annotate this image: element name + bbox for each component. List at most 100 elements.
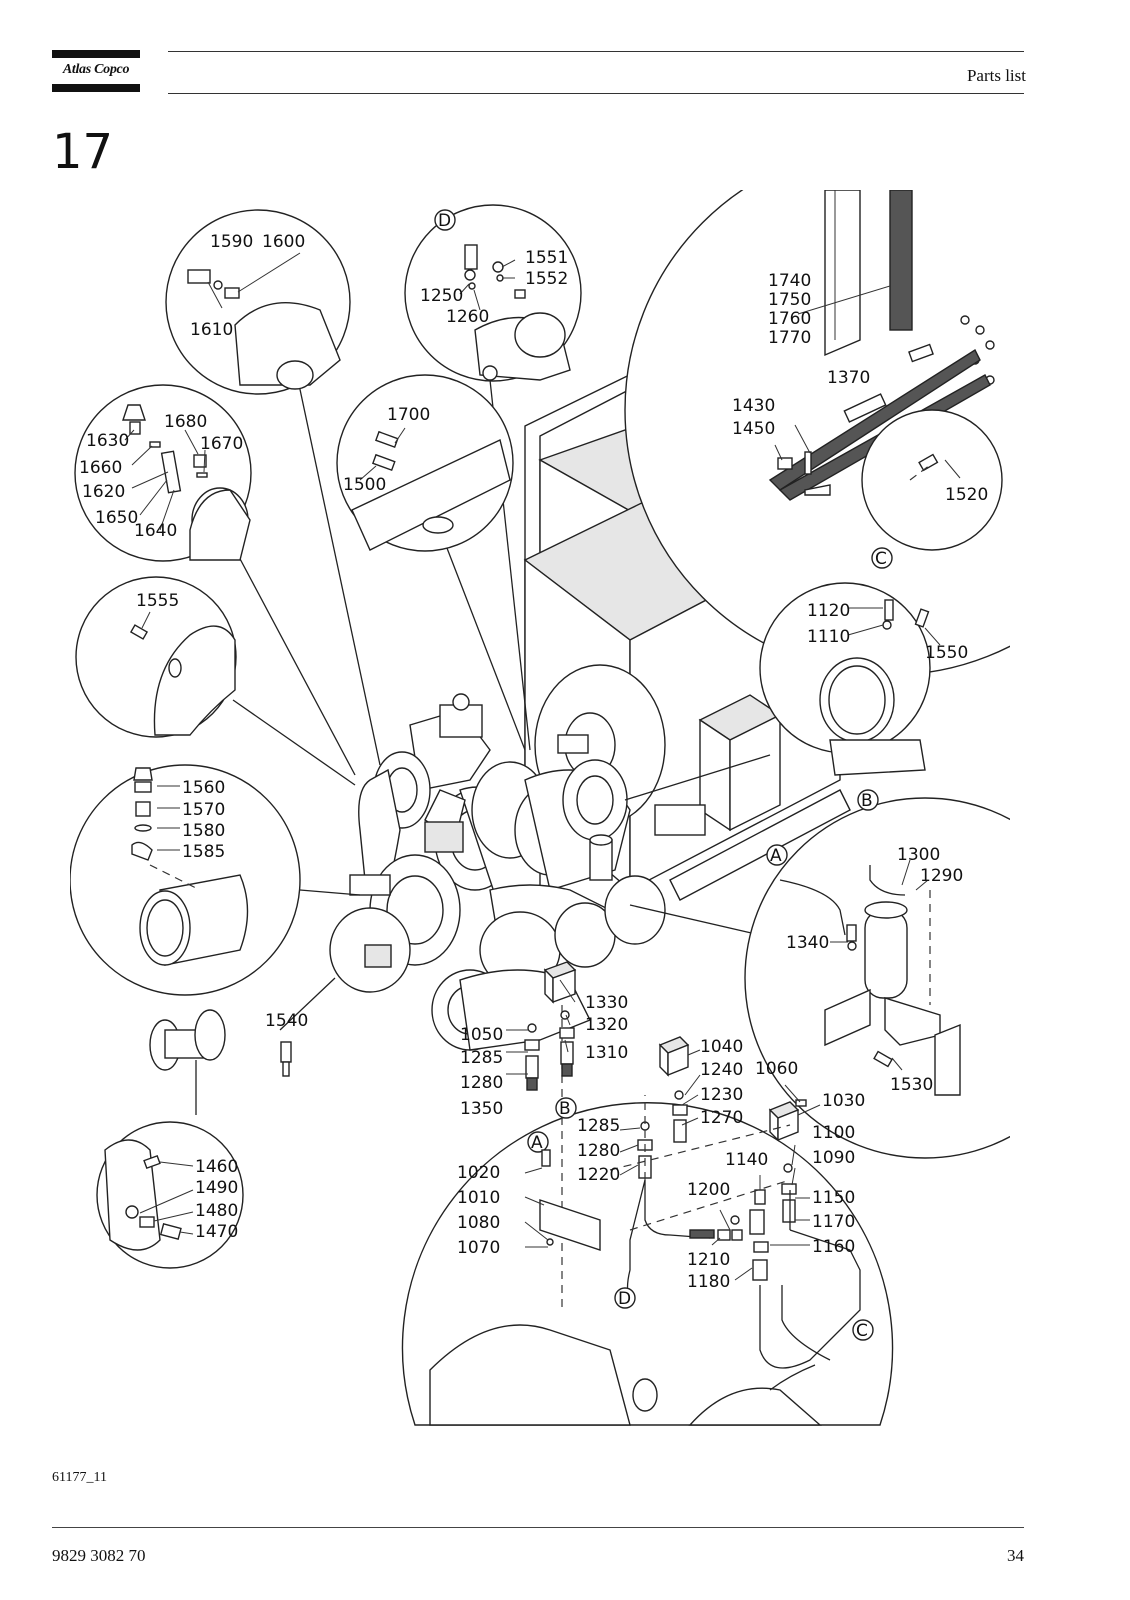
parts-drawing-svg: 1590 1600 1610 D 1551 1552 1250 1260 [69, 190, 1010, 1426]
part-label-1240: 1240 [700, 1060, 743, 1080]
part-label-1250: 1250 [420, 286, 463, 306]
connector-letter-d-top [434, 209, 456, 231]
part-label-1760: 1760 [768, 309, 811, 329]
part-label-1280-b: 1280 [577, 1141, 620, 1161]
part-label-1750: 1750 [768, 290, 811, 310]
part-label-1180: 1180 [687, 1272, 730, 1292]
part-label-1260: 1260 [446, 307, 489, 327]
part-label-1520: 1520 [945, 485, 988, 505]
connector-label-b-top: B [861, 791, 873, 811]
part-label-1160: 1160 [812, 1237, 855, 1257]
logo-text: Atlas Copco [62, 62, 130, 77]
part-label-1585: 1585 [182, 842, 225, 862]
part-label-1670: 1670 [200, 434, 243, 454]
connector-letter-c-bottom [852, 1319, 874, 1341]
part-label-1020: 1020 [457, 1163, 500, 1183]
logo-bar-bottom [52, 84, 140, 92]
figure-code: 61177_11 [52, 1470, 107, 1485]
part-label-1050: 1050 [460, 1025, 503, 1045]
detail-circle-1551: D 1551 1552 1250 1260 [404, 204, 582, 382]
connector-label-c-bottom: C [856, 1321, 868, 1341]
detail-circle-1560: 1560 1570 1580 1585 [69, 764, 301, 996]
logo-bar-top [52, 50, 140, 58]
part-label-1220: 1220 [577, 1165, 620, 1185]
part-label-1090: 1090 [812, 1148, 855, 1168]
part-label-1570: 1570 [182, 800, 225, 820]
part-label-1700: 1700 [387, 405, 430, 425]
part-label-1170: 1170 [812, 1212, 855, 1232]
detail-circle-1300: B A 1300 1290 1340 1530 [744, 789, 1010, 1159]
detail-circle-1630: 1630 1680 1670 1660 1620 1650 1640 [74, 384, 252, 562]
part-label-1470: 1470 [195, 1222, 238, 1242]
part-label-1280-a: 1280 [460, 1073, 503, 1093]
part-label-1320: 1320 [585, 1015, 628, 1035]
connector-letter-c-top [871, 547, 893, 569]
part-label-1770: 1770 [768, 328, 811, 348]
part-label-1430: 1430 [732, 396, 775, 416]
detail-circle-1520: 1520 [861, 409, 1003, 551]
detail-circle-1120: C 1120 1110 1550 [759, 547, 968, 776]
connector-letter-d-bottom [614, 1287, 636, 1309]
part-label-1650: 1650 [95, 508, 138, 528]
part-label-1150: 1150 [812, 1188, 855, 1208]
part-label-1450: 1450 [732, 419, 775, 439]
part-label-1290: 1290 [920, 866, 963, 886]
part-label-1080: 1080 [457, 1213, 500, 1233]
part-label-1540: 1540 [265, 1011, 308, 1031]
exploded-parts-drawing: 1590 1600 1610 D 1551 1552 1250 1260 [69, 190, 1030, 1480]
detail-circle-1330: A B [401, 961, 894, 1426]
part-label-1040: 1040 [700, 1037, 743, 1057]
part-label-1030: 1030 [822, 1091, 865, 1111]
part-label-1070: 1070 [457, 1238, 500, 1258]
connector-label-c-top: C [875, 549, 887, 569]
part-label-1110: 1110 [807, 627, 850, 647]
connector-letter-b-top [857, 789, 879, 811]
part-label-1285-a: 1285 [460, 1048, 503, 1068]
part-label-1480: 1480 [195, 1201, 238, 1221]
detail-circle-1555: 1555 [75, 576, 237, 738]
part-label-1310: 1310 [585, 1043, 628, 1063]
part-label-1200: 1200 [687, 1180, 730, 1200]
part-label-1551: 1551 [525, 248, 568, 268]
detail-circle-1460: 1460 1490 1480 1470 [96, 1121, 244, 1269]
part-label-1680: 1680 [164, 412, 207, 432]
connector-letter-b-bottom [555, 1097, 577, 1119]
part-label-1230: 1230 [700, 1085, 743, 1105]
part-label-1490: 1490 [195, 1178, 238, 1198]
part-label-1140: 1140 [725, 1150, 768, 1170]
part-label-1285-b: 1285 [577, 1116, 620, 1136]
detail-circle-1590: 1590 1600 1610 [165, 209, 351, 395]
coupling-flange [149, 1009, 226, 1071]
part-label-1620: 1620 [82, 482, 125, 502]
part-label-1530: 1530 [890, 1075, 933, 1095]
atlas-copco-logo: Atlas Copco [52, 50, 140, 94]
connector-label-a-top: A [770, 846, 782, 866]
part-label-1210: 1210 [687, 1250, 730, 1270]
connector-label-a-bottom: A [531, 1133, 543, 1153]
part-label-1610: 1610 [190, 320, 233, 340]
part-label-1740: 1740 [768, 271, 811, 291]
part-label-1270: 1270 [700, 1108, 743, 1128]
detail-circle-1700: 1700 1500 [336, 374, 514, 552]
part-label-1660: 1660 [79, 458, 122, 478]
part-label-1560: 1560 [182, 778, 225, 798]
part-label-1060: 1060 [755, 1059, 798, 1079]
part-label-1300: 1300 [897, 845, 940, 865]
part-label-1600: 1600 [262, 232, 305, 252]
page-number: 34 [1007, 1546, 1024, 1565]
detail-circle-1740: 1740 1750 1760 1770 1370 1430 1450 [624, 190, 1010, 676]
part-label-1555: 1555 [136, 591, 179, 611]
part-label-1100: 1100 [812, 1123, 855, 1143]
header-rule-bottom [168, 93, 1024, 94]
connector-label-b-bottom: B [559, 1099, 571, 1119]
part-label-1630: 1630 [86, 431, 129, 451]
part-label-1340: 1340 [786, 933, 829, 953]
part-1540: 1540 [265, 1011, 308, 1077]
header-rule-top [168, 51, 1024, 52]
part-label-1350: 1350 [460, 1099, 503, 1119]
connector-letter-a-bottom [527, 1131, 549, 1153]
footer-rule [52, 1527, 1024, 1528]
section-number: 17 [52, 124, 114, 180]
connector-label-d-top: D [438, 211, 451, 231]
part-label-1580: 1580 [182, 821, 225, 841]
